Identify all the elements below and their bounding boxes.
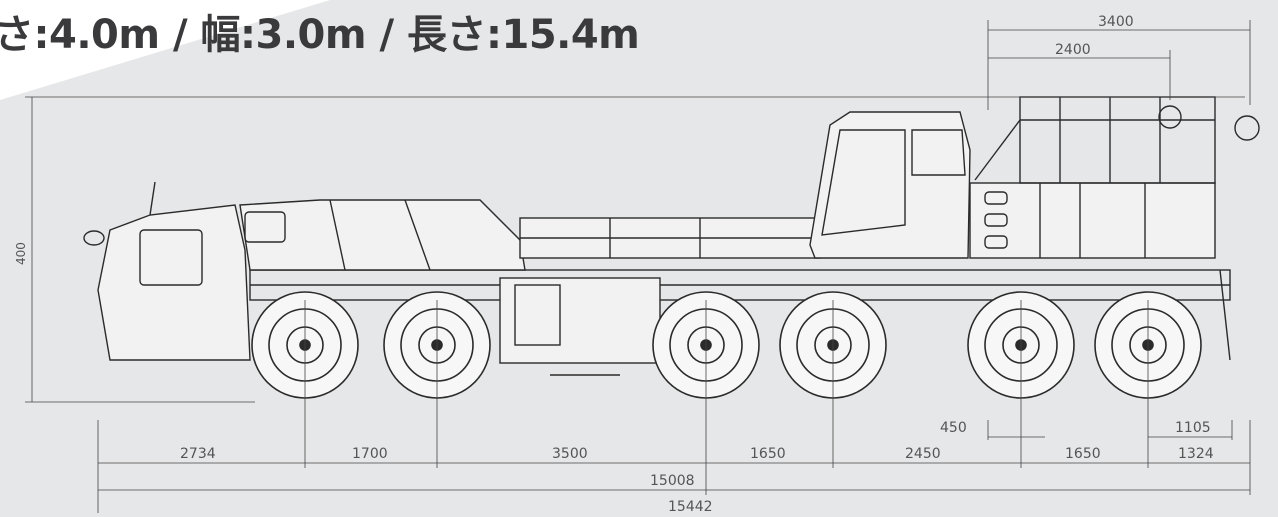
dim-15442: 15442	[668, 499, 713, 513]
superstructure	[969, 182, 1216, 259]
dim-15008: 15008	[650, 473, 695, 489]
operator-cab	[809, 111, 971, 259]
height-dimension: 400	[14, 242, 28, 265]
railing	[1019, 96, 1216, 184]
dim-2734: 2734	[180, 446, 216, 462]
outrigger-box	[499, 277, 661, 364]
cab-window	[139, 229, 203, 286]
dim-3400: 3400	[1098, 14, 1134, 30]
dim-1700: 1700	[352, 446, 388, 462]
dimension-lines	[25, 20, 1251, 513]
dim-1324: 1324	[1178, 446, 1214, 462]
dim-2450: 2450	[905, 446, 941, 462]
dim-450: 450	[940, 420, 967, 436]
dim-3500: 3500	[552, 446, 588, 462]
wheels	[251, 291, 1202, 399]
dim-1105: 1105	[1175, 420, 1211, 436]
dim-1650-a: 1650	[750, 446, 786, 462]
engine-hood	[239, 199, 526, 271]
page-title: さ:4.0m / 幅:3.0m / 長さ:15.4m	[0, 12, 640, 58]
driver-cab	[97, 204, 251, 361]
crane-body	[83, 96, 1260, 376]
dim-2400: 2400	[1055, 42, 1091, 58]
dim-1650-b: 1650	[1065, 446, 1101, 462]
title-band	[0, 0, 330, 100]
